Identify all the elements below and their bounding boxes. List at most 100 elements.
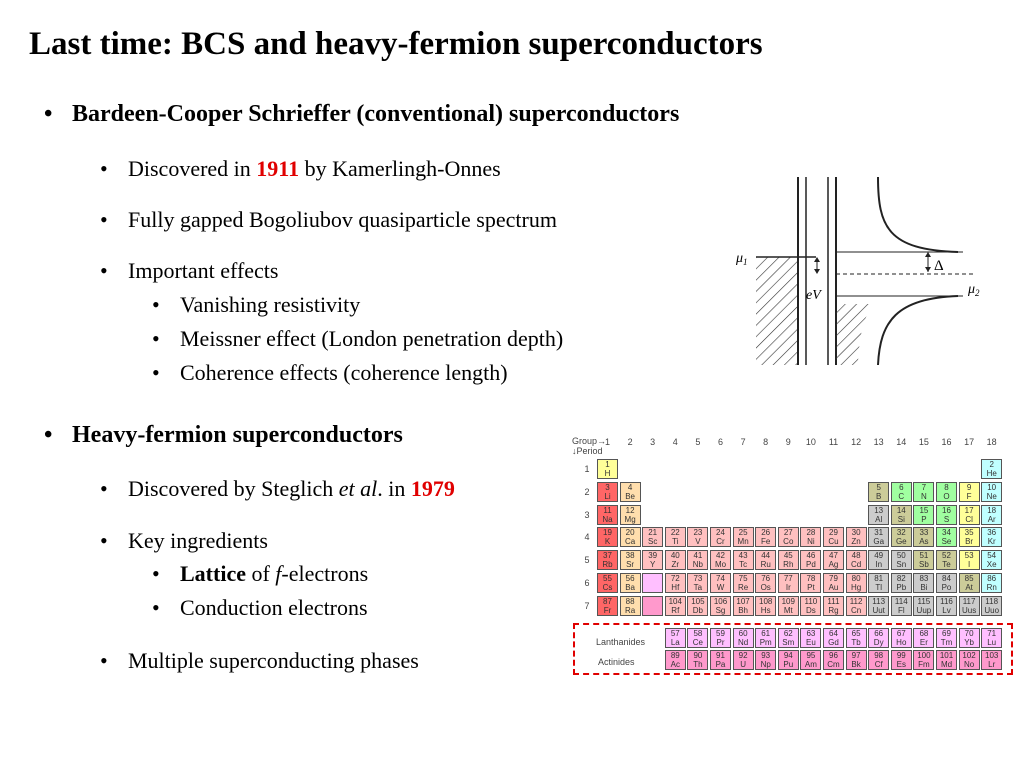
bcs-discovered-pre: Discovered in xyxy=(128,156,257,181)
group-number: 8 xyxy=(763,437,769,447)
group-number: 17 xyxy=(964,437,975,447)
hf-ingredient-lattice: •Lattice of f-electrons xyxy=(152,561,368,587)
hf-heading-text: Heavy-fermion superconductors xyxy=(72,422,403,448)
period-number: 4 xyxy=(584,532,590,543)
actinides-label: Actinides xyxy=(598,657,635,667)
bcs-heading-text: Bardeen-Cooper Schrieffer (conventional)… xyxy=(72,101,680,127)
bcs-effects: •Important effects xyxy=(100,258,278,284)
group-number: 13 xyxy=(873,437,884,447)
tunneling-diagram: μ1 eV Δ μ2 xyxy=(735,176,980,366)
bullet: • xyxy=(100,476,108,501)
bcs-effect-item: •Meissner effect (London penetration dep… xyxy=(152,326,563,352)
lattice-bold: Lattice xyxy=(180,561,246,586)
bullet: • xyxy=(100,156,108,181)
hf-phases-text: Multiple superconducting phases xyxy=(128,648,419,673)
bullet: • xyxy=(44,101,53,127)
mu2-label: μ2 xyxy=(967,282,980,298)
slide-title: Last time: BCS and heavy-fermion superco… xyxy=(29,26,763,62)
group-number: 15 xyxy=(918,437,929,447)
hf-discovered-mid: . in xyxy=(377,476,411,501)
bullet: • xyxy=(152,561,160,586)
period-number: 7 xyxy=(584,600,590,611)
lattice-f: f xyxy=(275,561,282,586)
upper-dos-curve xyxy=(877,176,959,253)
bcs-effect-text: Vanishing resistivity xyxy=(180,292,361,317)
group-number: 10 xyxy=(805,437,816,447)
group-number: 1 xyxy=(604,437,610,447)
element-cell xyxy=(642,573,664,593)
hf-year: 1979 xyxy=(410,476,455,501)
hf-phases: • Multiple superconducting phases xyxy=(100,648,419,674)
bullet: • xyxy=(152,326,160,351)
ev-label: eV xyxy=(806,288,822,303)
bcs-spectrum: •Fully gapped Bogoliubov quasiparticle s… xyxy=(100,207,557,233)
period-number: 5 xyxy=(584,555,590,566)
period-number: 3 xyxy=(584,509,590,520)
bullet: • xyxy=(152,360,160,385)
bullet: • xyxy=(152,595,160,620)
delta-label: Δ xyxy=(934,258,944,274)
left-metal-filled-states xyxy=(756,257,798,365)
bcs-year: 1911 xyxy=(256,156,300,181)
bullet: • xyxy=(44,422,53,448)
bcs-discovered-post: by Kamerlingh-Onnes xyxy=(299,156,501,181)
bullet: • xyxy=(100,648,108,673)
bcs-effects-label: Important effects xyxy=(128,258,279,283)
group-number: 4 xyxy=(672,437,678,447)
lattice-of: of xyxy=(245,561,276,586)
bcs-effect-item: •Vanishing resistivity xyxy=(152,292,360,318)
bullet: • xyxy=(100,528,108,553)
period-number: 6 xyxy=(584,578,590,588)
